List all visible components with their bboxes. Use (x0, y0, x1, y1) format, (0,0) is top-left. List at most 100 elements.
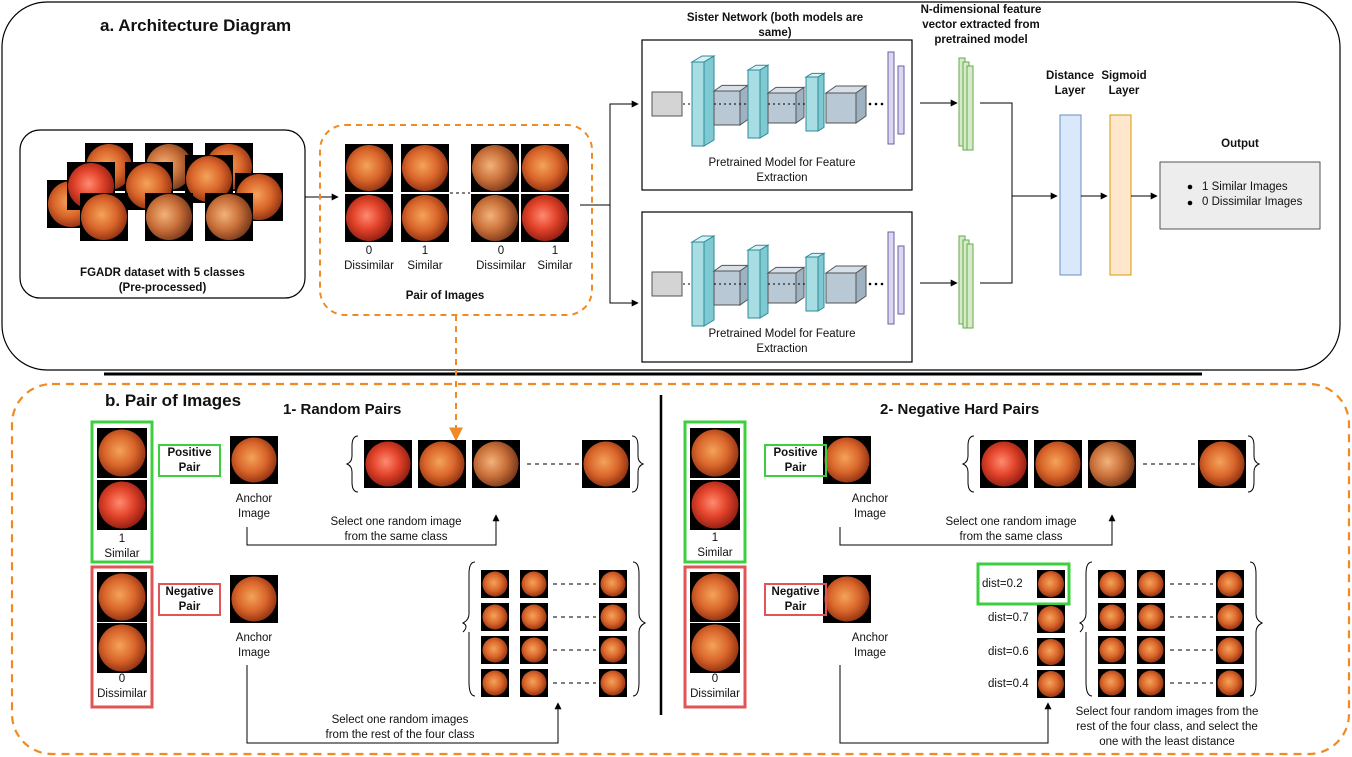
fundus-disc (1138, 670, 1164, 696)
ellipsis-dot (868, 282, 872, 286)
pool-side-face (855, 85, 867, 124)
pretrained-label-top: Pretrained Model for Feature Extraction (708, 157, 856, 184)
fundus-disc (482, 637, 508, 663)
fundus-disc (1099, 670, 1125, 696)
fundus-disc (691, 624, 739, 672)
pretrained-label-bottom: Pretrained Model for Feature Extraction (708, 328, 856, 355)
pool-side-face (855, 265, 867, 304)
positive-pair-frame (90, 420, 154, 564)
conv-block (805, 256, 819, 312)
conv-side-face (703, 55, 715, 147)
section-a-frame (1, 1, 1341, 371)
ellipsis-dot (880, 282, 884, 286)
fundus-disc (1217, 670, 1243, 696)
pool-block (825, 272, 857, 304)
fundus-disc (1099, 604, 1125, 630)
input-layer (651, 91, 683, 117)
fundus-disc (98, 481, 146, 529)
pool-block (713, 270, 741, 306)
fundus-disc (98, 624, 146, 672)
fundus-disc (691, 573, 739, 621)
fundus-disc (600, 670, 626, 696)
random-positive-pair-label: Positive Pair (167, 447, 212, 474)
fundus-disc (600, 571, 626, 597)
distance-layer-label: Distance Layer (1046, 70, 1094, 97)
hard-anchor-label-2: Anchor Image (851, 632, 889, 659)
hard-pairs-panel (683, 420, 1264, 744)
fundus-disc (1138, 637, 1164, 663)
dataset-image-collage (47, 143, 283, 241)
section-a-title: a. Architecture Diagram (100, 16, 292, 35)
hard-anchor-label-1: Anchor Image (851, 493, 889, 520)
fundus-disc (482, 604, 508, 630)
fundus-disc (1217, 637, 1243, 663)
pair-label-4-num: 1 (551, 245, 559, 257)
hard-select-rest: Select four random images from the rest … (1075, 706, 1259, 748)
output-box (1159, 161, 1321, 230)
fundus-disc (1035, 441, 1081, 487)
ellipsis-dot (880, 102, 884, 106)
conv-block (747, 249, 761, 319)
pool-block (825, 92, 857, 124)
arrow-pairs-split (580, 100, 639, 206)
random-positive-pair-box (158, 444, 221, 477)
fundus-disc (482, 670, 508, 696)
pool-block (767, 272, 797, 304)
grid-brace-left-top (461, 561, 476, 633)
output-item-1: 1 Similar Images (1202, 181, 1288, 193)
input-layer (651, 271, 683, 297)
section-b-title: b. Pair of Images (105, 391, 242, 410)
arrow-pairs-split-lower (609, 205, 639, 307)
section-b-frame (10, 382, 1351, 756)
negative-pair-frame (683, 565, 747, 709)
merge-line-bottom (980, 196, 1013, 284)
pool-side-face (795, 86, 805, 124)
distance-label-4: dist=0.4 (988, 678, 1029, 690)
fundus-disc (1217, 571, 1243, 597)
pair-label-3-num: 0 (497, 245, 505, 257)
pool-side-face (795, 266, 805, 304)
fundus-disc (1099, 637, 1125, 663)
brace-right (631, 435, 645, 493)
brace-right (1247, 435, 1261, 493)
fundus-disc (824, 437, 870, 483)
rest-class-arrow (246, 665, 562, 744)
sigmoid-layer-label: Sigmoid Layer (1101, 70, 1147, 97)
fundus-disc (583, 441, 629, 487)
negative-pair-frame (90, 565, 154, 709)
random-pairs-panel (90, 420, 647, 744)
conv-block (691, 241, 705, 327)
hard-positive-pair-label: Positive Pair (773, 447, 818, 474)
output-title: Output (1221, 138, 1259, 150)
dataset-caption: FGADR dataset with 5 classes (Pre-proces… (80, 267, 245, 294)
random-pairs-title: 1- Random Pairs (283, 401, 402, 418)
fundus-disc (521, 670, 547, 696)
pair-label-4-word: Similar (537, 260, 573, 272)
ellipsis-dot (874, 102, 878, 106)
fundus-disc (1099, 571, 1125, 597)
conv-block (691, 61, 705, 147)
hard-positive-pair-box (764, 444, 827, 477)
dense-layer (887, 51, 895, 145)
hard-dissimilar-label: 0 Dissimilar (690, 673, 740, 700)
distance-label-1: dist=0.2 (982, 578, 1023, 590)
feature-vector-top (958, 57, 974, 151)
conv-side-face (817, 252, 825, 312)
fundus-disc (1138, 571, 1164, 597)
conv-side-face (759, 64, 769, 139)
pair-label-2-num: 1 (421, 245, 429, 257)
fundus-disc (824, 576, 870, 622)
pool-side-face (739, 84, 749, 126)
fundus-disc (473, 441, 519, 487)
fundus-disc (1217, 604, 1243, 630)
ellipsis-dot (868, 102, 872, 106)
random-negative-pair-box (158, 583, 221, 616)
fundus-disc (981, 441, 1027, 487)
fundus-disc (521, 604, 547, 630)
random-anchor-label-1: Anchor Image (235, 493, 273, 520)
conv-block (747, 69, 761, 139)
random-select-same-class: Select one random image from the same cl… (330, 516, 462, 543)
fundus-disc (691, 429, 739, 477)
merge-line-top (980, 102, 1013, 196)
